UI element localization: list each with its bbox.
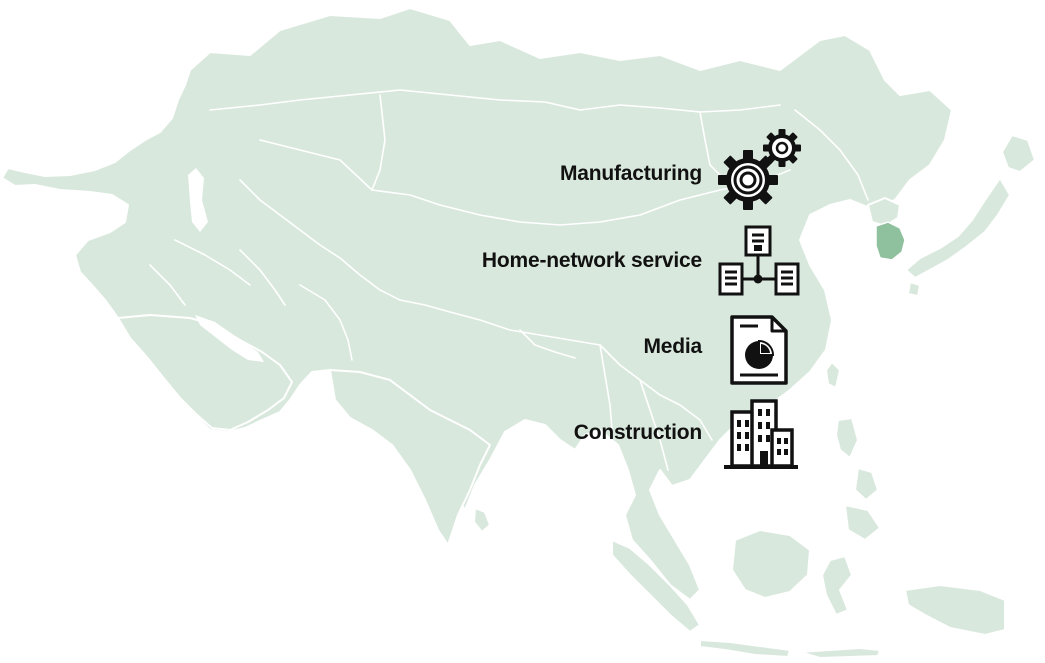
industry-item-construction: Construction (574, 393, 702, 473)
industry-item-manufacturing: Manufacturing (560, 134, 702, 214)
borneo (731, 529, 811, 599)
new-guinea (904, 584, 1006, 636)
caspian-sea (188, 168, 208, 232)
sulawesi (821, 555, 853, 616)
network-icon (716, 224, 802, 298)
asia-landmass (1, 7, 953, 601)
industry-label-construction: Construction (573, 421, 702, 444)
industry-label-manufacturing: Manufacturing (559, 162, 702, 185)
country-borders (149, 89, 869, 471)
industry-label-home-network: Home-network service (481, 249, 702, 272)
philippines (835, 417, 881, 541)
japan (905, 134, 1036, 297)
buildings-icon (722, 398, 798, 472)
industry-item-media: Media (643, 307, 702, 387)
persian-gulf (195, 315, 264, 362)
document-chart-icon (728, 314, 790, 386)
south-korea-highlight (875, 221, 906, 261)
taiwan (825, 361, 841, 389)
sumatra (611, 539, 701, 633)
gears-icon (714, 126, 804, 214)
indian-subcontinent (329, 369, 491, 546)
industry-item-home-network: Home-network service (482, 221, 702, 301)
java (699, 639, 791, 658)
industry-label-media: Media (643, 335, 702, 358)
north-korea (867, 197, 901, 227)
sri-lanka (473, 507, 491, 533)
lesser-sunda (799, 647, 881, 659)
